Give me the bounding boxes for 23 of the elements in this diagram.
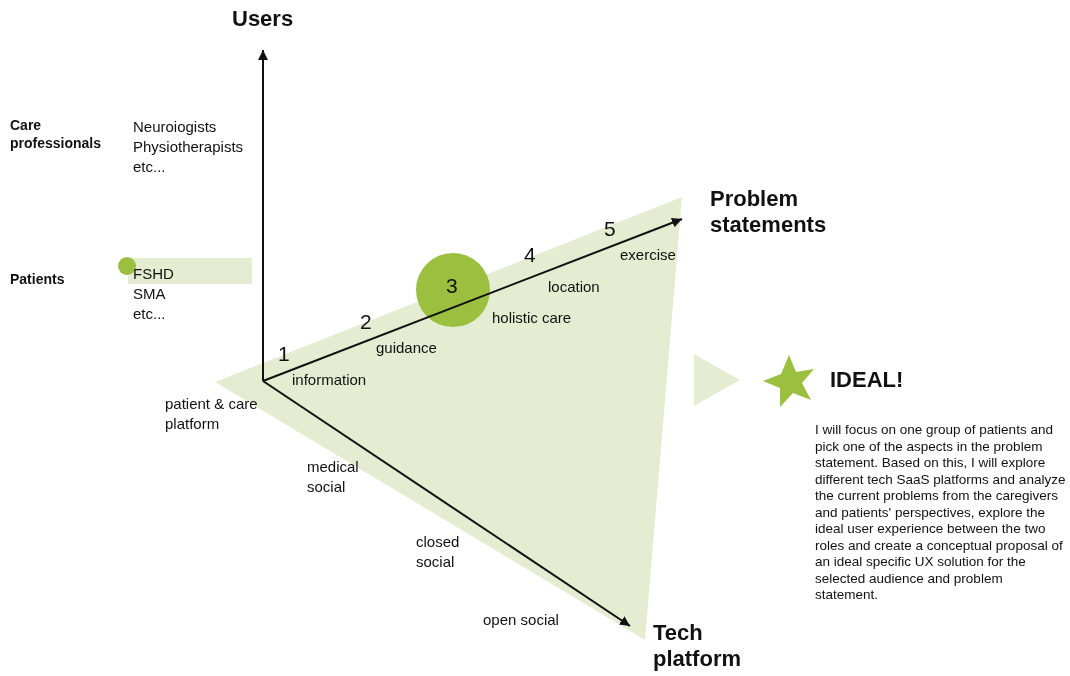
group-label: Care professionals (10, 116, 103, 152)
step-number: 3 (446, 275, 459, 297)
step-number: 5 (604, 218, 617, 240)
category-label: closed social (416, 532, 461, 572)
ideal-heading: IDEAL! (830, 367, 905, 393)
axis-title: Users (232, 6, 295, 32)
step-label: holistic care (492, 308, 573, 328)
step-label: location (548, 277, 601, 297)
category-label: medical social (307, 457, 360, 497)
step-number: 2 (360, 311, 373, 333)
step-number: 4 (524, 244, 537, 266)
step-label: guidance (376, 338, 438, 358)
category-label: patient & care platform (165, 394, 259, 434)
axis-title: Problem statements (710, 186, 828, 238)
step-label: exercise (620, 245, 677, 265)
group-label: Patients (10, 270, 66, 288)
axis-title: Tech platform (653, 620, 742, 672)
step-number: 1 (278, 343, 291, 365)
group-members: FSHD SMA etc... (133, 264, 175, 324)
category-label: open social (483, 610, 560, 630)
description-paragraph: I will focus on one group of patients and pick one of the aspects in the problem statement. Based on this, I will explore different tech SaaS platforms and analyze the current problems from the caregivers and patients' perspectives, explore the ideal user experience between the two roles and create a conceptual proposal of an ideal specific UX solution for the selected audience and problem statement. (815, 422, 1067, 604)
step-label: information (292, 370, 368, 390)
group-members: Neuroiogists Physiotherapists etc... (133, 117, 245, 177)
